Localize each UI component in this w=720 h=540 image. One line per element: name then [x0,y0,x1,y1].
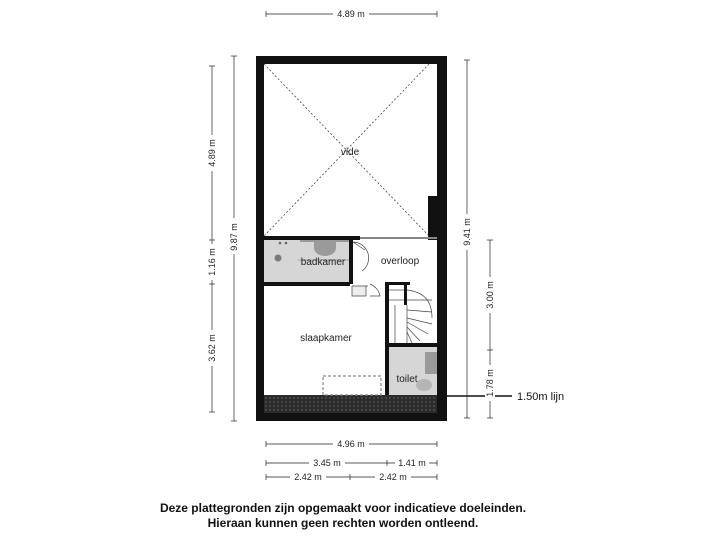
staircase [389,289,433,344]
dim-bottom-right-b: 2.42 m [379,472,407,482]
room-label-toilet: toilet [396,374,417,385]
dim-right-middle: 3.00 m [485,281,495,309]
dim-left-middle: 1.16 m [207,248,217,276]
disclaimer-line-1: Deze plattegronden zijn opgemaakt voor i… [159,501,527,515]
dim-bottom-left-b: 2.42 m [294,472,322,482]
building-outline [256,56,447,421]
badkamer-fixtures [274,240,349,262]
shower-drain-icon [274,254,282,262]
dim-bottom-left-a: 3.45 m [313,458,341,468]
dim-left-upper: 4.89 m [207,139,217,167]
scale-line-label: 1.50m lijn [517,391,564,403]
dim-right-total: 9.41 m [462,218,472,246]
toilet-fixtures [416,352,437,391]
door-swing [352,241,369,272]
dim-bottom-total: 4.96 m [337,439,365,449]
room-label-overloop: overloop [381,256,420,267]
interior-walls [264,236,437,395]
disclaimer-line-2: Hieraan kunnen geen rechten worden ontle… [207,516,479,530]
dim-right-lower: 1.78 m [485,369,495,397]
disclaimer: Deze plattegronden zijn opgemaakt voor i… [0,501,686,531]
dim-left-total: 9.87 m [229,223,239,251]
dormer-window-outline [322,375,382,396]
room-label-badkamer: badkamer [301,257,346,268]
door-swing [369,283,381,297]
room-label-slaapkamer: slaapkamer [300,333,352,344]
door-swing-slaapkamer [351,285,368,297]
dim-left-lower: 3.62 m [207,334,217,362]
room-label-vide: vide [341,147,360,158]
dimension-labels: 4.89 m 9.87 m 4.89 m 1.16 m 3.62 m 9.41 … [207,9,495,482]
dim-bottom-right-a: 1.41 m [398,458,426,468]
dim-top-width: 4.89 m [337,9,365,19]
